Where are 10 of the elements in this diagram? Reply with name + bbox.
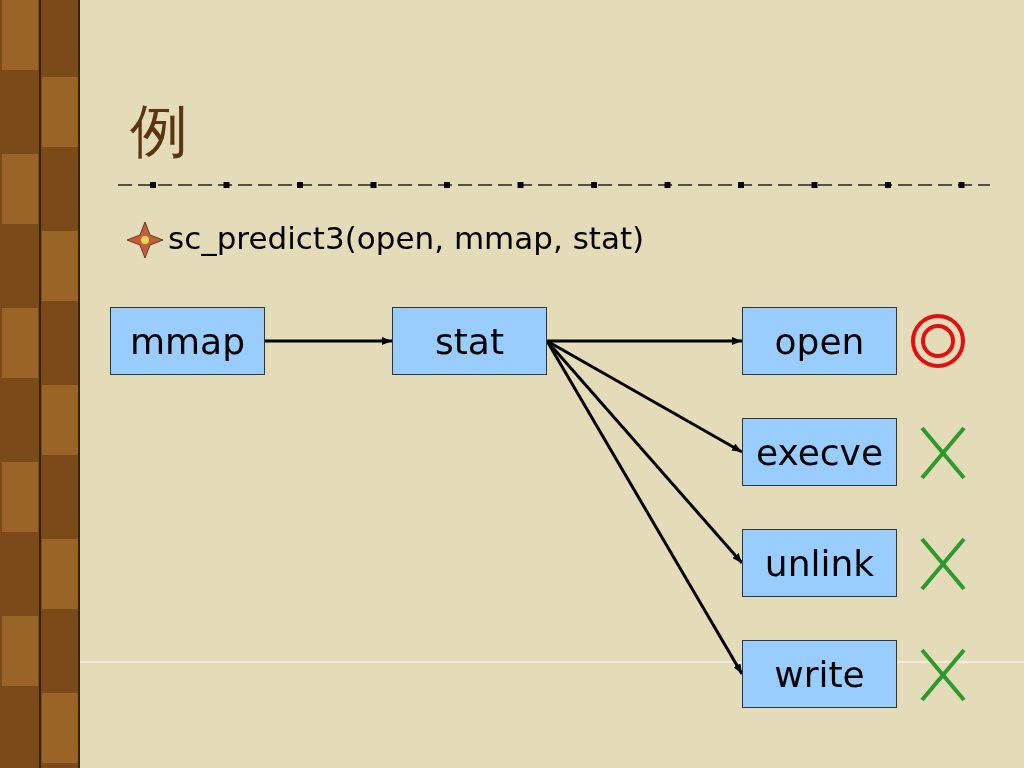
arrow: [265, 337, 392, 345]
process-box: mmap: [110, 307, 265, 375]
process-box: open: [742, 307, 897, 375]
slide-title: 例: [130, 96, 188, 166]
process-box: write: [742, 640, 897, 708]
process-box: stat: [392, 307, 547, 375]
arrow: [547, 337, 742, 345]
process-box: execve: [742, 418, 897, 486]
bullet-text: sc_predict3(open, mmap, stat): [168, 219, 645, 258]
process-box: unlink: [742, 529, 897, 597]
